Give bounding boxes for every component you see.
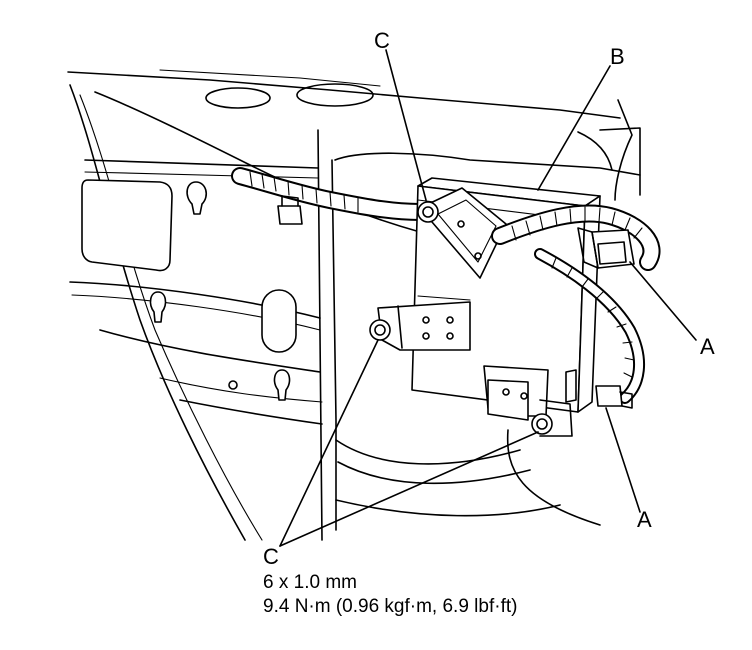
bolt-upper <box>417 201 439 223</box>
connector-upper <box>577 227 635 269</box>
torque-spec: 9.4 N·m (0.96 kgf·m, 6.9 lbf·ft) <box>263 596 518 617</box>
callout-b: B <box>610 44 625 69</box>
bolt-size-spec: 6 x 1.0 mm <box>263 572 357 593</box>
bolt-middle <box>369 319 391 341</box>
bolt-lower <box>531 413 553 435</box>
callout-c-top: C <box>374 28 390 53</box>
callout-c-bottom: C <box>263 544 279 569</box>
connector-lower <box>595 385 633 409</box>
bolts <box>369 201 553 435</box>
callout-a-lower: A <box>637 507 652 532</box>
leader-lines <box>279 49 697 547</box>
callout-a-upper: A <box>700 334 715 359</box>
body-panel <box>67 69 641 541</box>
harness-left <box>231 167 429 225</box>
control-unit <box>377 177 601 437</box>
harness-right <box>491 204 661 404</box>
